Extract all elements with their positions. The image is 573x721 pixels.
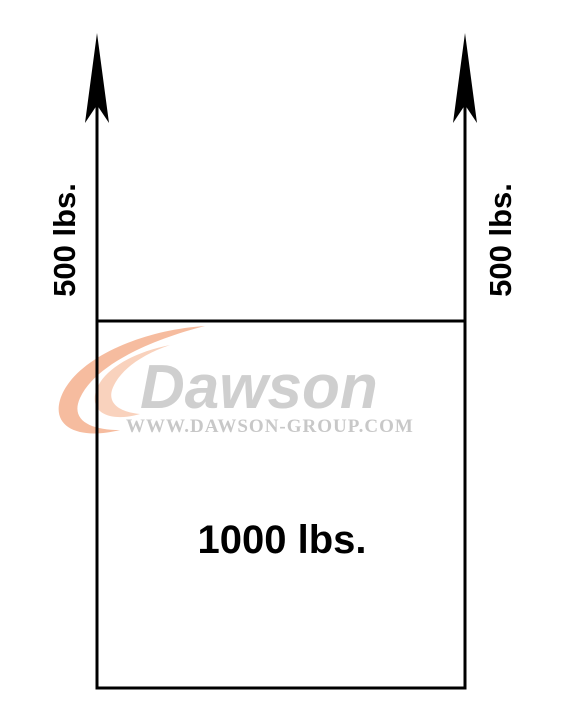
left-force-arrow <box>85 33 109 321</box>
right-force-label: 500 lbs. <box>483 183 518 297</box>
load-label: 1000 lbs. <box>197 518 366 562</box>
watermark-brand: Dawson <box>140 353 378 422</box>
watermark-swoosh-inner <box>94 345 170 418</box>
left-force-label: 500 lbs. <box>47 183 82 297</box>
watermark-swoosh <box>58 326 205 434</box>
watermark-url: WWW.DAWSON-GROUP.COM <box>126 416 414 437</box>
right-arrow-head <box>453 33 477 123</box>
watermark: Dawson WWW.DAWSON-GROUP.COM <box>58 326 414 437</box>
load-box <box>95 319 467 690</box>
right-force-arrow <box>453 33 477 321</box>
left-arrow-head <box>85 33 109 123</box>
